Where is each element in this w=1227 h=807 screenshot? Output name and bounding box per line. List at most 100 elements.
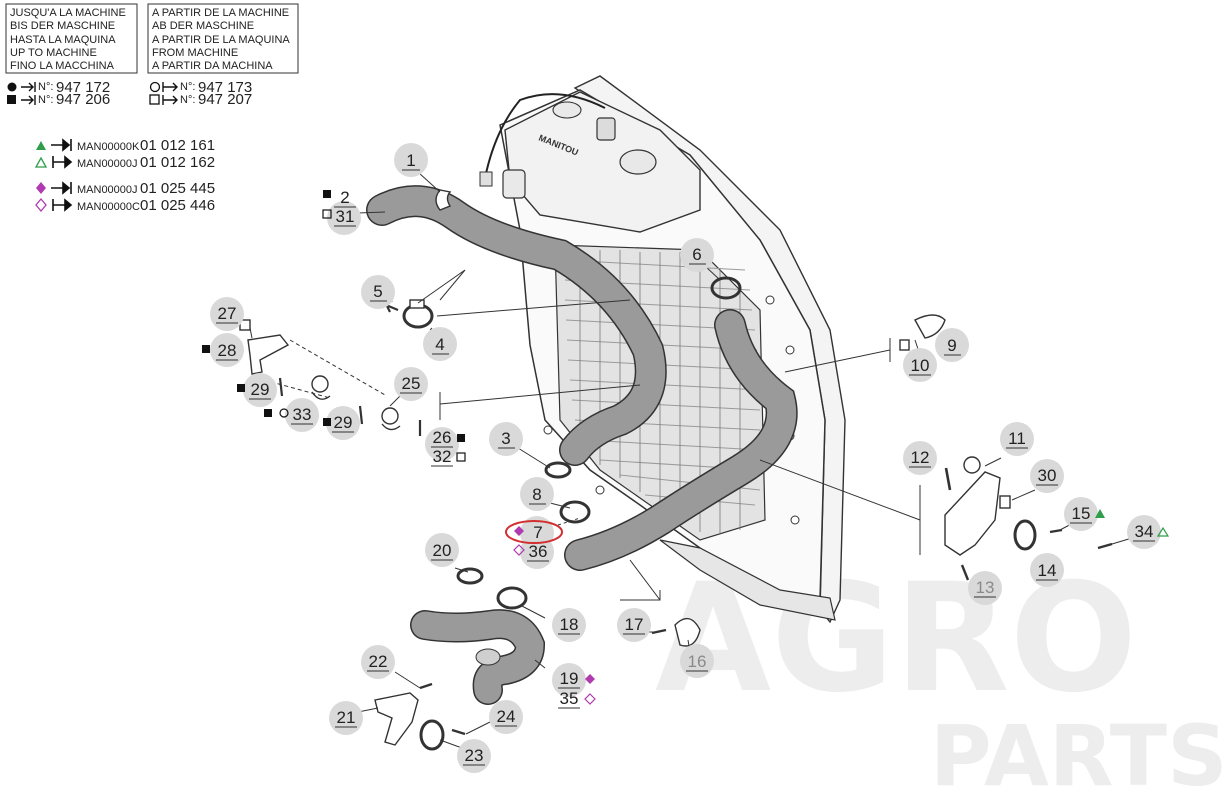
screws-29 xyxy=(278,377,422,436)
man-code: MAN00000J xyxy=(77,158,138,170)
part-label-2[interactable]: 2 xyxy=(340,188,349,207)
part-label-23[interactable]: 23 xyxy=(465,746,484,765)
part-label-29[interactable]: 29 xyxy=(251,380,270,399)
part-label-12[interactable]: 12 xyxy=(911,448,930,467)
part-label-16[interactable]: 16 xyxy=(688,652,707,671)
lower-hose xyxy=(565,310,797,570)
until-line-es: HASTA LA MAQUINA xyxy=(10,34,116,46)
bolt-13 xyxy=(960,564,970,581)
leader-lines xyxy=(249,172,1133,749)
part-label-1[interactable]: 1 xyxy=(406,151,415,170)
until-line-it: FINO LA MACCHINA xyxy=(10,60,115,72)
bolt-24 xyxy=(451,728,466,736)
bolt-22 xyxy=(419,682,433,690)
hose-clamp-18 xyxy=(496,586,528,610)
green-outline-triangle-icon xyxy=(1156,526,1170,537)
green-outline-triangle-icon xyxy=(34,156,48,168)
part-label-32[interactable]: 32 xyxy=(433,447,452,466)
outline-square-icon xyxy=(322,209,332,219)
bracket-11 xyxy=(944,471,1001,556)
filled-square-icon xyxy=(7,95,16,104)
part-label-34[interactable]: 34 xyxy=(1135,522,1154,541)
svg-text:N°:: N°: xyxy=(38,94,53,106)
nut-10 xyxy=(899,339,910,351)
hose-end xyxy=(475,648,501,666)
outline-square-icon xyxy=(149,94,160,105)
part-label-33[interactable]: 33 xyxy=(293,405,312,424)
filled-square-icon xyxy=(323,190,331,198)
part-label-35[interactable]: 35 xyxy=(560,689,579,708)
part-label-6[interactable]: 6 xyxy=(692,245,701,264)
part-label-14[interactable]: 14 xyxy=(1038,561,1057,580)
part-label-18[interactable]: 18 xyxy=(560,615,579,634)
serial-from-circle: 947 173 xyxy=(198,79,252,96)
part-label-25[interactable]: 25 xyxy=(402,374,421,393)
clamp-16 xyxy=(674,617,701,647)
man-legend: MAN00000K 01 012 161 MAN00000J 01 012 16… xyxy=(34,137,215,214)
part-label-5[interactable]: 5 xyxy=(373,282,382,301)
callout-markers xyxy=(202,190,1170,705)
from-line-en: FROM MACHINE xyxy=(152,47,238,59)
part-label-19[interactable]: 19 xyxy=(560,669,579,688)
filled-square-icon xyxy=(264,409,272,417)
part-label-7[interactable]: 7 xyxy=(533,523,542,542)
bottom-rail xyxy=(659,539,836,621)
hose-clamp-20 xyxy=(456,567,484,585)
part-label-29b[interactable]: 29 xyxy=(334,413,353,432)
hose-clamp-8 xyxy=(559,500,591,524)
clip-9 xyxy=(914,314,946,339)
part-label-10[interactable]: 10 xyxy=(911,356,930,375)
part-label-24[interactable]: 24 xyxy=(497,707,516,726)
from-line-it: A PARTIR DA MACHINA xyxy=(152,60,273,72)
man-code: MAN00000K xyxy=(77,141,140,153)
part-label-8[interactable]: 8 xyxy=(532,485,541,504)
part-label-20[interactable]: 20 xyxy=(433,541,452,560)
hose-clamp-1 xyxy=(435,189,452,211)
upper-hose xyxy=(367,186,666,465)
bracket-28 xyxy=(247,334,290,375)
callout-labels: 1 2 31 5 4 6 27 28 29 33 29 25 26 32 9 1… xyxy=(218,151,1154,765)
part-label-3[interactable]: 3 xyxy=(501,429,510,448)
green-filled-triangle-icon xyxy=(1095,509,1105,518)
outline-square-icon xyxy=(456,452,466,462)
until-arrow-icon xyxy=(21,82,36,92)
label-underlines xyxy=(216,169,1155,766)
purple-outline-diamond-icon xyxy=(35,197,47,213)
tank-filler xyxy=(552,101,582,119)
part-label-13[interactable]: 13 xyxy=(976,578,995,597)
part-label-9[interactable]: 9 xyxy=(947,336,956,355)
watermark-parts: PARTS xyxy=(930,707,1227,805)
hoses xyxy=(366,185,798,705)
from-line-es: A PARTIR DE LA MAQUINA xyxy=(152,34,290,46)
from-arrow-icon xyxy=(52,155,73,169)
part-label-11[interactable]: 11 xyxy=(1008,429,1026,448)
filled-square-icon xyxy=(323,418,331,426)
part-label-36[interactable]: 36 xyxy=(529,542,548,561)
hose-clamp-14 xyxy=(1013,519,1037,551)
part-label-17[interactable]: 17 xyxy=(625,615,644,634)
part-label-21[interactable]: 21 xyxy=(337,708,356,727)
part-label-28[interactable]: 28 xyxy=(218,341,237,360)
part-label-26[interactable]: 26 xyxy=(433,428,452,447)
serial-until-square: 947 206 xyxy=(56,91,110,108)
until-arrow-icon xyxy=(51,138,72,152)
until-arrow-icon xyxy=(51,181,72,195)
part-label-31[interactable]: 31 xyxy=(336,207,355,226)
part-label-15[interactable]: 15 xyxy=(1072,504,1091,523)
filled-square-icon xyxy=(457,434,465,442)
part-label-4[interactable]: 4 xyxy=(435,335,444,354)
man-code: MAN00000C xyxy=(77,201,140,213)
purple-outline-diamond-icon xyxy=(584,693,596,705)
bolts-15-34 xyxy=(1049,528,1113,550)
purple-filled-diamond-icon xyxy=(585,674,595,684)
part-label-22[interactable]: 22 xyxy=(369,652,388,671)
from-arrow-icon xyxy=(52,198,73,212)
hose-clamp-6 xyxy=(710,276,742,300)
filled-square-icon xyxy=(202,345,210,353)
purple-filled-diamond-icon xyxy=(36,182,46,194)
outline-circle-icon xyxy=(279,408,289,418)
purple-outline-diamond-icon xyxy=(513,544,525,556)
part-label-27[interactable]: 27 xyxy=(218,304,237,323)
hose-clamp-3 xyxy=(544,461,572,479)
part-label-30[interactable]: 30 xyxy=(1038,466,1057,485)
